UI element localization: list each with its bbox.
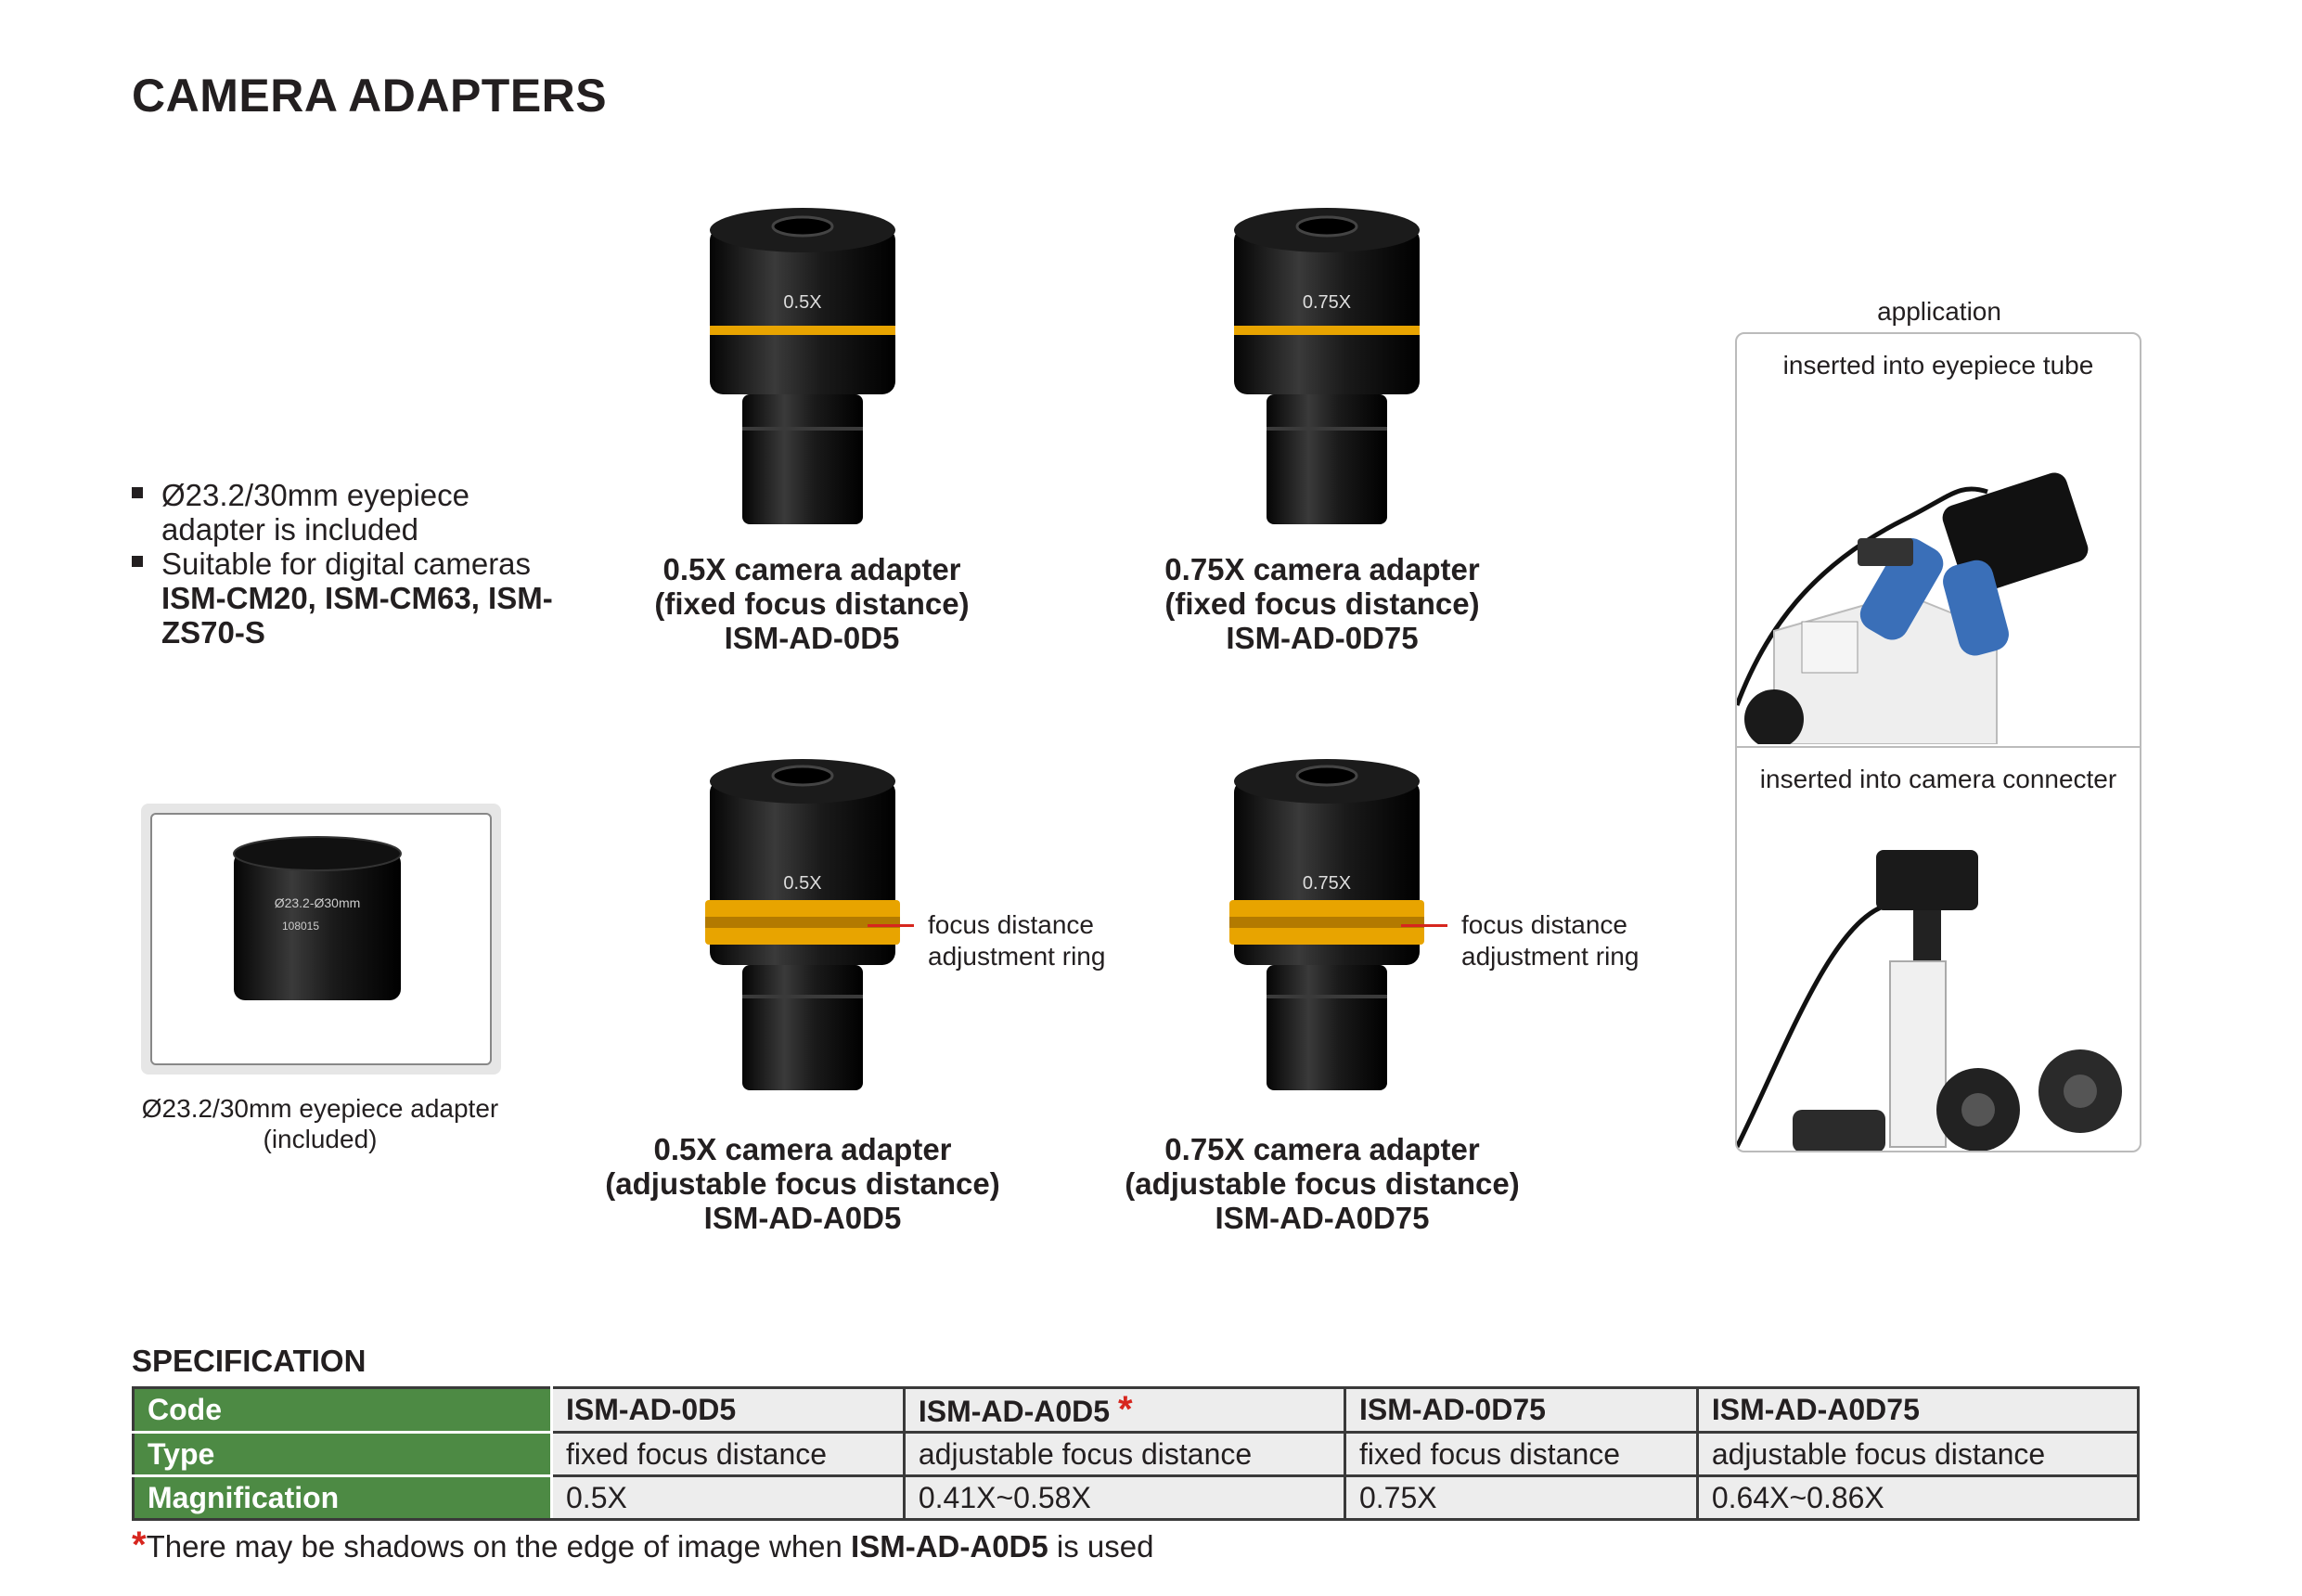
- table-row: Magnification 0.5X 0.41X~0.58X 0.75X 0.6…: [132, 1474, 2141, 1521]
- adapter-0d75-caption: 0.75X camera adapter (fixed focus distan…: [1164, 552, 1480, 655]
- eyepiece-adapter-image: Ø23.2-Ø30mm 108015: [233, 836, 402, 1000]
- feature-list: Ø23.2/30mm eyepiece adapter is included …: [132, 478, 568, 650]
- page-title: CAMERA ADAPTERS: [132, 70, 608, 122]
- table-cell: ISM-AD-0D5: [550, 1386, 906, 1434]
- bullet-square-icon: [132, 487, 143, 498]
- magnification-engraving: 0.75X: [1303, 292, 1351, 313]
- table-cell: fixed focus distance: [1343, 1431, 1699, 1477]
- adapter-engraving: 108015: [282, 920, 319, 933]
- table-cell: 0.75X: [1343, 1474, 1699, 1521]
- application-pane-label: inserted into eyepiece tube: [1782, 351, 2094, 380]
- application-pane-camera: inserted into camera connecter: [1737, 748, 2140, 1151]
- adapter-a0d75-caption: 0.75X camera adapter (adjustable focus d…: [1125, 1132, 1520, 1235]
- eyepiece-adapter-caption: Ø23.2/30mm eyepiece adapter (included): [141, 1094, 499, 1153]
- row-header-magnification: Magnification: [132, 1474, 553, 1521]
- bullet-square-icon: [132, 556, 143, 567]
- adapter-a0d5-caption: 0.5X camera adapter (adjustable focus di…: [605, 1132, 1000, 1235]
- adapter-0d75-image: 0.75X: [1234, 208, 1420, 524]
- table-cell: fixed focus distance: [550, 1431, 906, 1477]
- table-cell: ISM-AD-A0D75: [1695, 1386, 2141, 1434]
- table-row: Type fixed focus distance adjustable foc…: [132, 1431, 2141, 1477]
- microscope-eyepiece-photo: [1737, 472, 2089, 744]
- focus-ring-pointer: [1401, 924, 1447, 927]
- adapter-0d5-image: 0.5X: [710, 208, 895, 524]
- table-cell: adjustable focus distance: [1695, 1431, 2141, 1477]
- adapter-engraving: Ø23.2-Ø30mm: [275, 895, 361, 910]
- magnification-engraving: 0.5X: [783, 292, 821, 313]
- row-header-code: Code: [132, 1386, 553, 1434]
- asterisk-icon: *: [132, 1525, 147, 1565]
- feature-item: Ø23.2/30mm eyepiece adapter is included: [132, 478, 568, 547]
- table-cell: 0.5X: [550, 1474, 906, 1521]
- adapter-0d5-caption: 0.5X camera adapter (fixed focus distanc…: [654, 552, 970, 655]
- table-cell: 0.41X~0.58X: [902, 1474, 1346, 1521]
- magnification-engraving: 0.5X: [783, 873, 821, 894]
- table-cell: adjustable focus distance: [902, 1431, 1346, 1477]
- table-cell: ISM-AD-A0D5 *: [902, 1386, 1346, 1434]
- adapter-a0d5-image: 0.5X: [705, 759, 900, 1090]
- table-row: Code ISM-AD-0D5 ISM-AD-A0D5 * ISM-AD-0D7…: [132, 1386, 2141, 1434]
- magnification-engraving: 0.75X: [1303, 873, 1351, 894]
- spec-table: Code ISM-AD-0D5 ISM-AD-A0D5 * ISM-AD-0D7…: [132, 1386, 2141, 1521]
- compatible-models: ISM-CM20, ISM-CM63, ISM-ZS70-S: [161, 581, 553, 650]
- adapter-a0d75-image: 0.75X: [1229, 759, 1424, 1090]
- focus-ring-pointer: [868, 924, 914, 927]
- eyepiece-adapter-photo-frame: Ø23.2-Ø30mm 108015: [141, 804, 501, 1075]
- row-header-type: Type: [132, 1431, 553, 1477]
- focus-ring-label: focus distance adjustment ring: [1461, 910, 1640, 971]
- table-cell: 0.64X~0.86X: [1695, 1474, 2141, 1521]
- feature-text: Suitable for digital cameras: [161, 547, 532, 581]
- application-title: application: [1877, 297, 2001, 326]
- focus-ring-label: focus distance adjustment ring: [928, 910, 1106, 971]
- eyepiece-adapter-photo: Ø23.2-Ø30mm 108015: [150, 813, 492, 1065]
- application-pane-label: inserted into camera connecter: [1759, 765, 2117, 793]
- feature-text: Ø23.2/30mm eyepiece adapter is included: [161, 478, 470, 547]
- table-cell: ISM-AD-0D75: [1343, 1386, 1699, 1434]
- application-panel: inserted into eyepiece tube inserted int…: [1735, 332, 2141, 1152]
- spec-title: SPECIFICATION: [132, 1344, 367, 1378]
- footnote: *There may be shadows on the edge of ima…: [132, 1525, 1154, 1565]
- application-pane-eyepiece: inserted into eyepiece tube: [1737, 334, 2140, 748]
- asterisk-icon: *: [1117, 1389, 1133, 1430]
- microscope-camera-photo: [1737, 850, 2122, 1151]
